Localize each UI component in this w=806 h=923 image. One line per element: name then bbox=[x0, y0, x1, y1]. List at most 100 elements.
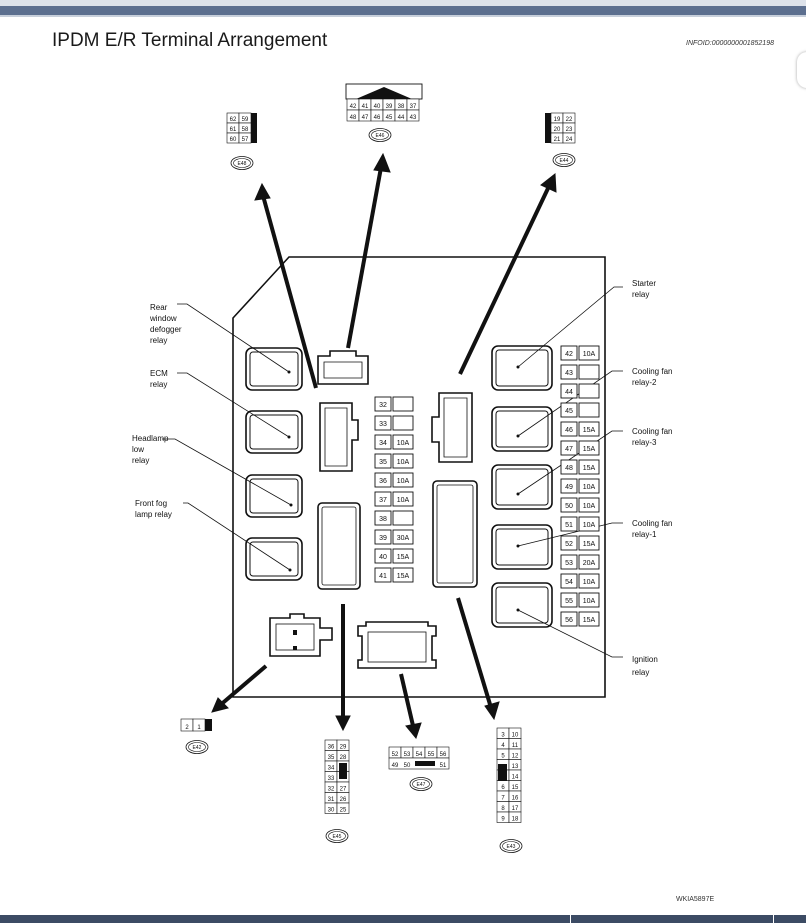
leader-lines bbox=[162, 286, 623, 658]
fuse-amperage: 10A bbox=[583, 351, 596, 358]
page-title: IPDM E/R Terminal Arrangement bbox=[52, 30, 328, 51]
internal-connector-left bbox=[319, 402, 359, 472]
pin-number: 1 bbox=[197, 725, 201, 731]
pin-cell bbox=[562, 132, 576, 144]
bottom-bar bbox=[0, 915, 806, 923]
relay-label-line: Ignition bbox=[632, 655, 658, 664]
fuse-amperage: 10A bbox=[397, 497, 410, 504]
pin-number: 37 bbox=[410, 104, 417, 110]
label-cooling-fan-relay-2: Cooling fan relay-2 bbox=[632, 367, 672, 387]
relay-cooling-fan-3 bbox=[491, 464, 553, 510]
pin-number: 14 bbox=[512, 775, 519, 781]
pin-number: 11 bbox=[512, 743, 519, 749]
internal-connector-right bbox=[431, 392, 473, 463]
pin-cell bbox=[508, 811, 522, 823]
pin-number: 40 bbox=[374, 104, 381, 110]
internal-connector-tall-right bbox=[432, 480, 478, 588]
pin-number: 25 bbox=[340, 808, 347, 814]
relay-label-line: relay-1 bbox=[632, 530, 657, 539]
pin-number: 18 bbox=[512, 817, 519, 823]
pin-number: 60 bbox=[230, 137, 237, 143]
connector-label: E44 bbox=[560, 158, 569, 164]
fuse-number: 45 bbox=[565, 408, 573, 415]
pin-number: 55 bbox=[428, 752, 435, 758]
relay-label-line: Rear bbox=[150, 303, 168, 312]
relay-label-line: Starter bbox=[632, 279, 656, 288]
pin-number: 50 bbox=[404, 763, 411, 769]
info-id: INFOID:0000000001852198 bbox=[686, 40, 774, 47]
pin-number: 9 bbox=[501, 817, 505, 823]
pin-number: 48 bbox=[350, 115, 357, 121]
connector-label: E47 bbox=[417, 782, 426, 788]
relay-label-line: relay bbox=[132, 456, 149, 465]
fuse-number: 41 bbox=[379, 573, 387, 580]
scroll-handle[interactable] bbox=[797, 52, 806, 88]
pin-number: 19 bbox=[554, 117, 561, 123]
relay-label-line: relay-2 bbox=[632, 378, 657, 387]
fuse-48: 48 15A bbox=[560, 459, 600, 475]
pin-number: 53 bbox=[404, 752, 411, 758]
arrows bbox=[211, 152, 557, 740]
fuse-amperage: 10A bbox=[397, 459, 410, 466]
fuse-44: 44 bbox=[560, 383, 600, 399]
pin-number: 15 bbox=[512, 785, 519, 791]
relay-label-line: low bbox=[132, 445, 144, 454]
fuse-amperage: 15A bbox=[583, 465, 596, 472]
pin-cell bbox=[406, 109, 420, 122]
pin-number: 36 bbox=[328, 745, 335, 751]
relay-label-line: defogger bbox=[150, 325, 182, 334]
pin-number: 39 bbox=[386, 104, 393, 110]
pin-number: 8 bbox=[501, 806, 505, 812]
pin-number: 4 bbox=[501, 743, 505, 749]
pin-number: 23 bbox=[566, 127, 573, 133]
connector-label: E45 bbox=[333, 834, 342, 840]
fuse-amperage: 10A bbox=[397, 440, 410, 447]
fuse-amperage: 15A bbox=[397, 573, 410, 580]
fuse-number: 42 bbox=[565, 351, 573, 358]
fuse-number: 49 bbox=[565, 484, 573, 491]
pin-number: 22 bbox=[566, 117, 573, 123]
fuse-number: 48 bbox=[565, 465, 573, 472]
fuse-51: 51 10A bbox=[560, 516, 600, 532]
relay-label-line: relay-3 bbox=[632, 438, 657, 447]
pin-number: 7 bbox=[501, 796, 505, 802]
connector-label: E46 bbox=[376, 133, 385, 139]
fuse-43: 43 bbox=[560, 364, 600, 380]
pin-number: 44 bbox=[398, 115, 405, 121]
pin-number: 38 bbox=[398, 104, 405, 110]
label-front-fog-lamp-relay: Front fog lamp relay bbox=[135, 499, 172, 519]
pin-number: 52 bbox=[392, 752, 399, 758]
relay-label-line: lamp relay bbox=[135, 510, 172, 519]
pin-number: 21 bbox=[554, 137, 561, 143]
top-bar-edge bbox=[0, 15, 806, 17]
pin-number: 20 bbox=[554, 127, 561, 133]
fuse-33: 33 bbox=[374, 415, 414, 431]
pin-number: 26 bbox=[340, 797, 347, 803]
fuse-number: 51 bbox=[565, 522, 573, 529]
fuse-number: 44 bbox=[565, 389, 573, 396]
fuse-amperage: 10A bbox=[583, 579, 596, 586]
fuse-32: 32 bbox=[374, 396, 414, 412]
relay-rear-window-defogger bbox=[245, 347, 303, 391]
fuse-amperage: 10A bbox=[583, 522, 596, 529]
pin-number: 41 bbox=[362, 104, 369, 110]
fuse-number: 55 bbox=[565, 598, 573, 605]
relay-headlamp-low bbox=[245, 474, 303, 518]
pin-number: 32 bbox=[328, 787, 335, 793]
fuse-42: 42 10A bbox=[560, 345, 600, 361]
pin-number: 35 bbox=[328, 755, 335, 761]
fuse-number: 46 bbox=[565, 427, 573, 434]
fuse-number: 32 bbox=[379, 402, 387, 409]
